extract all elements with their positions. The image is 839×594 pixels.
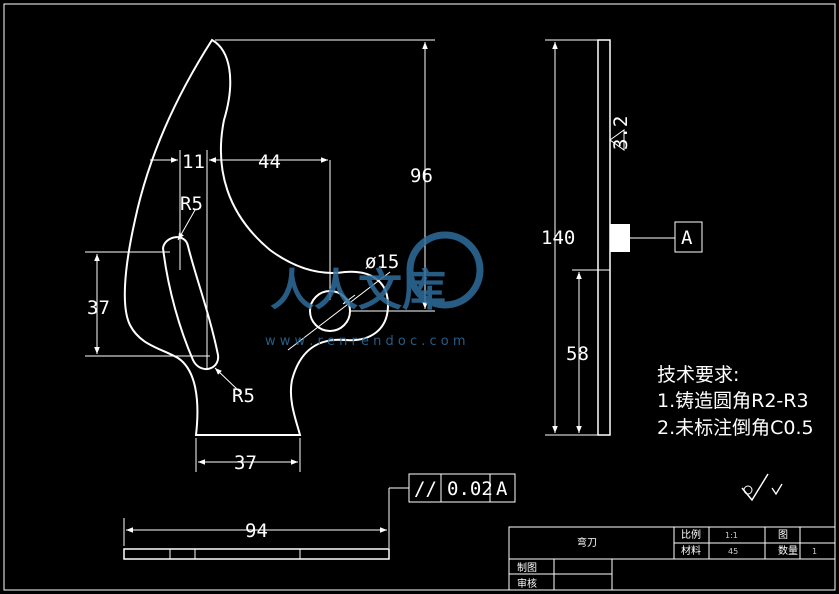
tol-value: 0.02 xyxy=(447,478,493,500)
r5-bottom-label: R5 xyxy=(232,385,255,407)
phi15-label: ø15 xyxy=(365,251,399,273)
qty-label: 数量 xyxy=(778,544,798,557)
watermark: 人人文库 w w w . r e n r e n d o c . c o m xyxy=(265,231,484,349)
roughness-value: 3.2 xyxy=(610,116,632,150)
roughness-mark-small xyxy=(771,483,783,496)
side-view-outline xyxy=(597,39,611,436)
notes-line-1: 1.铸造圆角R2-R3 xyxy=(657,390,809,412)
r5-bottom-leader xyxy=(214,367,241,393)
curved-slot xyxy=(161,236,220,370)
tol-datum: A xyxy=(496,478,508,500)
roughness-mark-large xyxy=(741,473,769,502)
watermark-text: 人人文库 xyxy=(270,265,446,316)
datum-box xyxy=(674,221,703,253)
dim-37-bottom-label: 37 xyxy=(234,452,257,474)
roughness-symbol xyxy=(609,129,625,151)
datum-label: A xyxy=(681,227,693,249)
dim-94-label: 94 xyxy=(245,520,268,542)
dim-44-label: 44 xyxy=(258,151,281,173)
phi15-arrow xyxy=(342,294,356,305)
tol-symbol: // xyxy=(414,478,437,500)
material-value: 45 xyxy=(728,547,738,556)
tolerance-frame xyxy=(408,473,516,503)
phi15-leader xyxy=(287,271,391,351)
r5-top-label: R5 xyxy=(180,193,203,215)
drawn-by-label: 制图 xyxy=(517,561,537,574)
part-name: 弯刀 xyxy=(577,536,597,549)
dim-140-label: 140 xyxy=(541,227,575,249)
part-outline xyxy=(123,38,390,436)
dim-58-label: 58 xyxy=(566,343,589,365)
dim-96-label: 96 xyxy=(410,165,433,187)
datum-triangle xyxy=(610,224,630,252)
bottom-view-outline xyxy=(123,548,390,560)
drawing-label: 图 xyxy=(778,529,788,541)
material-label: 材料 xyxy=(681,544,701,557)
notes-heading: 技术要求: xyxy=(657,364,739,386)
dim-37-left-label: 37 xyxy=(87,297,110,319)
scale-value: 1:1 xyxy=(725,531,738,540)
notes-line-2: 2.未标注倒角C0.5 xyxy=(657,417,814,439)
reviewed-by-label: 审核 xyxy=(517,577,537,590)
watermark-url: w w w . r e n r e n d o c . c o m xyxy=(265,334,466,349)
scale-label: 比例 xyxy=(681,528,701,541)
watermark-logo-ring xyxy=(406,231,484,309)
drawing-frame xyxy=(3,3,836,591)
qty-value: 1 xyxy=(812,547,817,556)
roughness-mark-circle xyxy=(743,485,753,495)
r5-top-leader xyxy=(177,209,196,241)
title-block xyxy=(508,526,836,591)
dim-11-label: 11 xyxy=(182,151,205,173)
